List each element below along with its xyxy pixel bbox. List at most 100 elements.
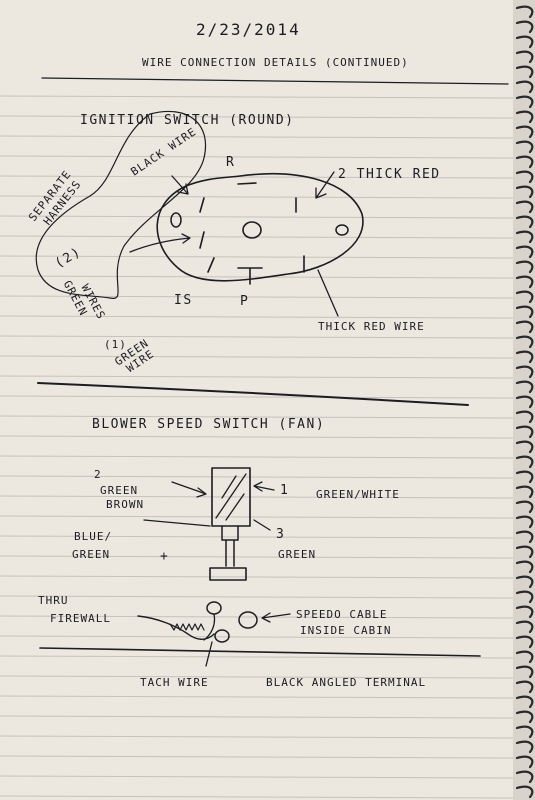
spiral-ring (515, 635, 534, 649)
black-angled-terminal-label: BLACK ANGLED TERMINAL (266, 676, 426, 689)
tach-wire-label: TACH WIRE (140, 676, 209, 689)
spiral-ring (515, 170, 534, 184)
ruled-line (0, 275, 514, 279)
spiral-ring (515, 590, 534, 604)
blower-label-1: 1 (280, 483, 289, 498)
spiral-ring (515, 5, 534, 19)
spiral-ring (515, 335, 534, 349)
spiral-ring (515, 470, 534, 484)
spiral-ring (515, 680, 534, 694)
ruled-line (0, 735, 514, 739)
spiral-ring (515, 320, 534, 334)
green-wires-arrow (129, 233, 191, 253)
ignition-section-title: IGNITION SWITCH (ROUND) (80, 113, 295, 128)
spiral-ring (515, 665, 534, 679)
spiral-ring (515, 605, 534, 619)
blower-label-2-number: 2 (94, 468, 102, 481)
paper-sheet (0, 0, 520, 800)
two-thick-red-label: 2 THICK RED (338, 167, 441, 182)
ruled-line (0, 335, 514, 339)
spiral-binding (515, 5, 534, 799)
section-divider-line (37, 382, 469, 406)
speedo-cable-circle (238, 611, 258, 629)
ruled-line (0, 635, 514, 639)
ruled-line (0, 375, 514, 379)
ruled-line (0, 395, 514, 399)
ruled-line (0, 535, 514, 539)
ruled-line (0, 555, 514, 559)
speedo-cable-line1: SPEEDO CABLE (296, 608, 387, 621)
ruled-line (0, 215, 514, 219)
terminal-left-circle (170, 212, 182, 228)
blower-label-3-number: 3 (276, 527, 285, 542)
blower-section-title: BLOWER SPEED SWITCH (FAN) (92, 417, 325, 432)
terminal-p-bar (237, 267, 263, 285)
spiral-ring (515, 350, 534, 364)
terminal-upper-left (199, 197, 205, 213)
thick-red-arrow (315, 171, 335, 199)
black-wire-arrow (171, 175, 189, 195)
ruled-line (0, 315, 514, 319)
terminal-is-label: IS (174, 293, 193, 308)
ruled-line (0, 135, 514, 139)
blower-switch-body (211, 467, 251, 527)
spiral-ring (515, 650, 534, 664)
green-white-label: GREEN/WHITE (316, 488, 400, 501)
ruled-line (0, 475, 514, 479)
page-title: WIRE CONNECTION DETAILS (CONTINUED) (142, 56, 409, 69)
spiral-ring (515, 710, 534, 724)
spiral-ring (515, 35, 534, 49)
spiral-ring (515, 455, 534, 469)
thick-red-wire-lead (317, 269, 339, 317)
spiral-ring (515, 785, 534, 799)
tach-wire-lead (205, 641, 213, 667)
spiral-ring (515, 20, 534, 34)
spiral-ring (515, 140, 534, 154)
spiral-ring (515, 185, 534, 199)
spiral-ring (515, 80, 534, 94)
spiral-ring (515, 530, 534, 544)
harness-group-loop (35, 110, 207, 299)
terminal-lower-left (207, 257, 215, 273)
ruled-line (0, 515, 514, 519)
spiral-ring (515, 305, 534, 319)
blower-label-2-line2: BROWN (106, 498, 144, 511)
ruled-line (0, 755, 514, 759)
speedo-cable-arrow (261, 612, 291, 623)
blower-label-2-line1: GREEN (100, 484, 138, 497)
spiral-ring (515, 410, 534, 424)
terminal-center-circle (242, 221, 262, 239)
spiral-ring (515, 395, 534, 409)
spiral-ring (515, 230, 534, 244)
terminal-r-label: R (226, 155, 235, 170)
blower-switch-stem (221, 525, 239, 567)
spiral-ring (515, 110, 534, 124)
spiral-ring (515, 155, 534, 169)
blower-label-3-color: GREEN (278, 548, 316, 561)
one-green-wire-count: (1) (104, 338, 127, 351)
spiral-ring (515, 695, 534, 709)
blower-1-arrow (253, 481, 275, 492)
spiral-ring (515, 755, 534, 769)
spiral-ring (515, 725, 534, 739)
blower-plus-sign: + (160, 549, 169, 564)
one-green-wire-label: (1) (104, 338, 127, 351)
spiral-ring (515, 770, 534, 784)
spiral-ring (515, 260, 534, 274)
ruled-line (0, 155, 514, 159)
speedo-cable-line2: INSIDE CABIN (300, 624, 391, 637)
ruled-line (0, 295, 514, 299)
terminal-p-label: P (240, 294, 249, 309)
spiral-ring (515, 485, 534, 499)
ruled-line (0, 115, 514, 119)
paper-right-edge (513, 0, 535, 800)
bottom-divider-line (39, 647, 481, 657)
ruled-line (0, 795, 514, 799)
ruled-line (0, 775, 514, 779)
connector-top-lead (203, 613, 216, 641)
spiral-ring (515, 500, 534, 514)
spiral-ring (515, 95, 534, 109)
ruled-line (0, 575, 514, 579)
spiral-ring (515, 245, 534, 259)
blower-2-arrow (171, 481, 207, 498)
